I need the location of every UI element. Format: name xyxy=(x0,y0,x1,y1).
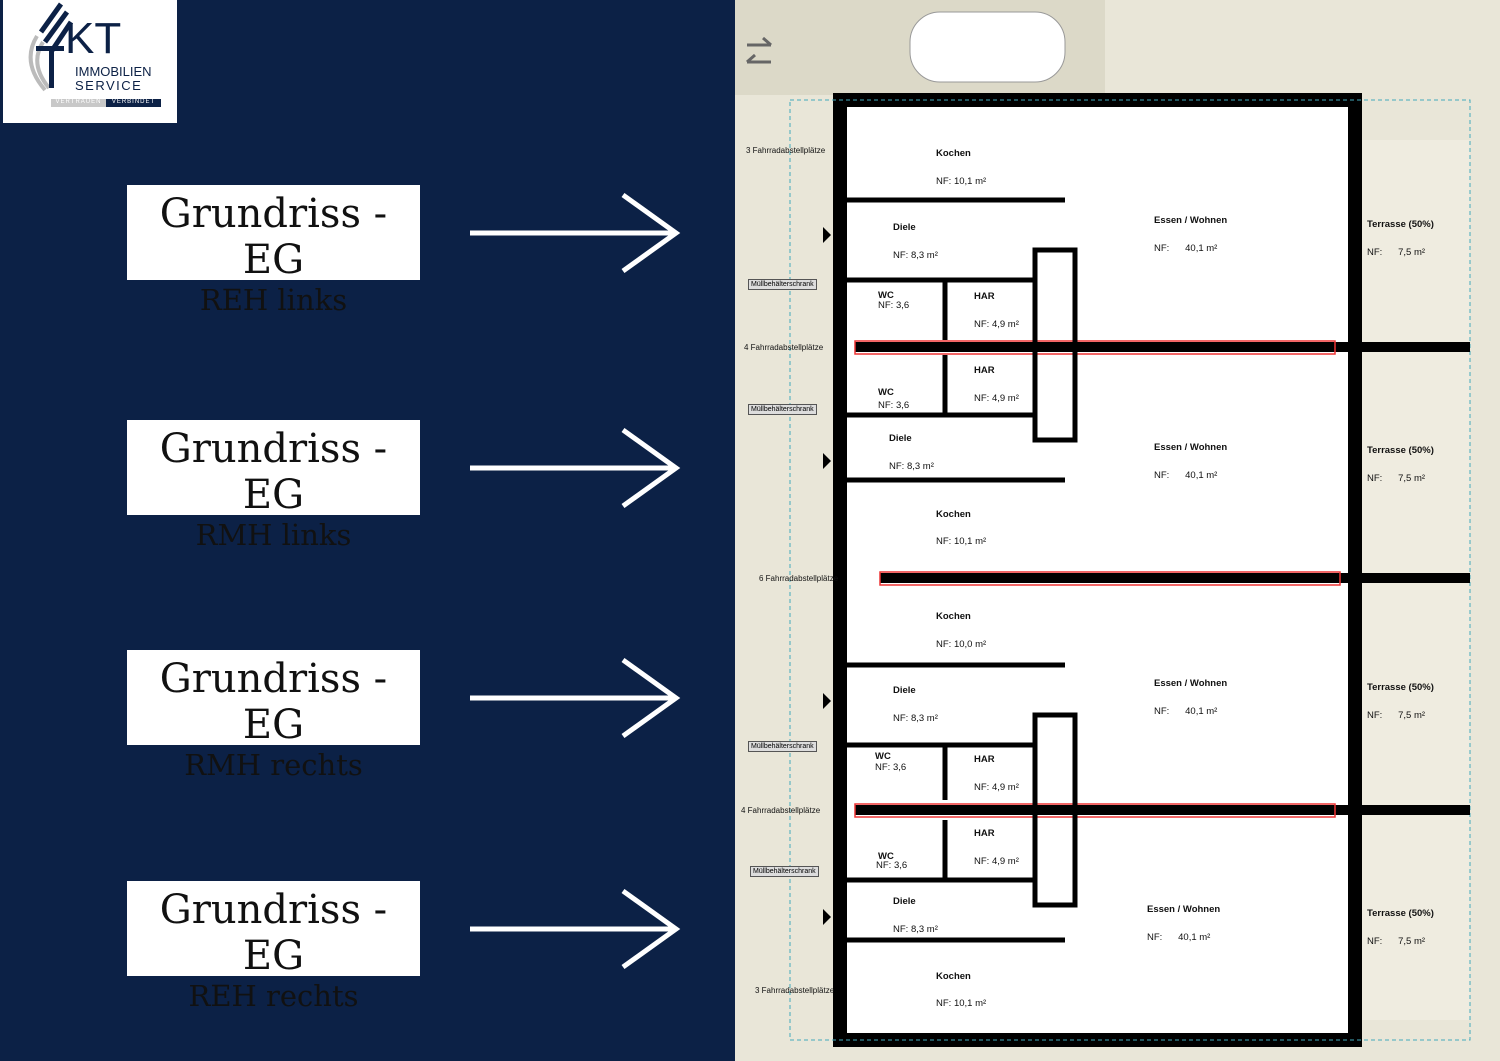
logo-swoosh-icon xyxy=(28,2,74,92)
room-diele-label: Diele xyxy=(893,896,916,907)
room-wc-label: WC xyxy=(878,387,894,398)
arrow-right-icon xyxy=(470,658,681,738)
bike-parking-label: 6 Fahrradabstellplätze xyxy=(759,574,839,583)
label-subtitle: REH rechts xyxy=(188,979,359,1013)
arrow-right-icon xyxy=(470,889,681,969)
room-terrasse-nf-label: NF: 7,5 m² xyxy=(1367,710,1426,721)
bin-cabinet-label: Müllbehälterschrank xyxy=(748,279,817,290)
room-diele-nf-label: NF: 8,3 m² xyxy=(893,713,938,724)
room-essen-label: Essen / Wohnen xyxy=(1147,904,1221,915)
room-kochen-label: Kochen xyxy=(936,971,971,982)
room-essen-nf-label: NF: 40,1 m² xyxy=(1154,706,1218,717)
room-essen-label: Essen / Wohnen xyxy=(1154,442,1228,453)
room-har-label: HAR xyxy=(974,291,995,302)
room-har-nf-label: NF: 4,9 m² xyxy=(974,319,1019,330)
room-diele-label: Diele xyxy=(893,685,916,696)
room-terrasse-nf-label: NF: 7,5 m² xyxy=(1367,247,1426,258)
room-terrasse-nf-label: NF: 7,5 m² xyxy=(1367,473,1426,484)
label-title: Grundriss - EG xyxy=(159,426,388,518)
room-har-label: HAR xyxy=(974,365,995,376)
room-essen-nf-label: NF: 40,1 m² xyxy=(1154,470,1218,481)
room-wc-nf-label: NF: 3,6 xyxy=(878,300,910,311)
room-kochen-label: Kochen xyxy=(936,611,971,622)
label-subtitle: RMH links xyxy=(195,518,352,552)
room-diele-nf-label: NF: 8,3 m² xyxy=(893,250,938,261)
room-har-nf-label: NF: 4,9 m² xyxy=(974,782,1019,793)
room-terrasse-label: Terrasse (50%) xyxy=(1367,219,1434,230)
room-har-nf-label: NF: 4,9 m² xyxy=(974,856,1019,867)
room-diele-label: Diele xyxy=(893,222,916,233)
label-title: Grundriss - EG xyxy=(159,191,388,283)
room-kochen-nf-label: NF: 10,1 m² xyxy=(936,536,987,547)
bin-cabinet-label: Müllbehälterschrank xyxy=(748,741,817,752)
room-essen-label: Essen / Wohnen xyxy=(1154,215,1228,226)
floor-plan-drawing xyxy=(735,0,1471,1047)
bike-parking-label: 3 Fahrradabstellplätze xyxy=(755,986,835,995)
room-terrasse-label: Terrasse (50%) xyxy=(1367,682,1434,693)
room-har-label: HAR xyxy=(974,754,995,765)
unit-label: Grundriss - EG RMH rechts xyxy=(127,650,420,782)
room-terrasse-label: Terrasse (50%) xyxy=(1367,445,1434,456)
room-terrasse-label: Terrasse (50%) xyxy=(1367,908,1434,919)
bike-parking-label: 4 Fahrradabstellplätze xyxy=(744,343,824,352)
bike-parking-label: 4 Fahrradabstellplätze xyxy=(741,806,821,815)
room-kochen-nf-label: NF: 10,1 m² xyxy=(936,998,987,1009)
swap-arrows-icon xyxy=(746,36,772,64)
room-essen-nf-label: NF: 40,1 m² xyxy=(1154,243,1218,254)
arrow-right-icon xyxy=(470,428,681,508)
room-diele-label: Diele xyxy=(889,433,912,444)
unit-label: Grundriss - EG REH rechts xyxy=(127,881,420,1013)
room-kochen-label: Kochen xyxy=(936,148,971,159)
unit-label: Grundriss - EG REH links xyxy=(127,185,420,317)
room-wc-nf-label: NF: 3,6 xyxy=(876,860,908,871)
room-wc-label: WC xyxy=(878,851,894,862)
unit-label: Grundriss - EG RMH links xyxy=(127,420,420,552)
room-kochen-label: Kochen xyxy=(936,509,971,520)
room-diele-nf-label: NF: 8,3 m² xyxy=(893,924,938,935)
room-kochen-nf-label: NF: 10,0 m² xyxy=(936,639,987,650)
arrow-right-icon xyxy=(470,193,681,273)
label-subtitle: RMH rechts xyxy=(184,748,363,782)
room-essen-nf-label: NF: 40,1 m² xyxy=(1147,932,1211,943)
bike-parking-label: 3 Fahrradabstellplätze xyxy=(746,146,826,155)
room-har-label: HAR xyxy=(974,828,995,839)
room-wc-label: WC xyxy=(878,290,894,301)
label-title: Grundriss - EG xyxy=(159,656,388,748)
room-essen-label: Essen / Wohnen xyxy=(1154,678,1228,689)
label-title: Grundriss - EG xyxy=(159,887,388,979)
room-wc-nf-label: NF: 3,6 xyxy=(875,762,907,773)
room-terrasse-nf-label: NF: 7,5 m² xyxy=(1367,936,1426,947)
room-wc-nf-label: NF: 3,6 xyxy=(878,400,910,411)
room-kochen-nf-label: NF: 10,1 m² xyxy=(936,176,987,187)
room-har-nf-label: NF: 4,9 m² xyxy=(974,393,1019,404)
car-icon xyxy=(909,11,1066,83)
bin-cabinet-label: Müllbehälterschrank xyxy=(750,866,819,877)
bin-cabinet-label: Müllbehälterschrank xyxy=(748,404,817,415)
label-subtitle: REH links xyxy=(199,283,348,317)
room-diele-nf-label: NF: 8,3 m² xyxy=(889,461,934,472)
floor-plan: 3 Fahrradabstellplätze 4 Fahrradabstellpl… xyxy=(735,0,1500,1061)
room-wc-label: WC xyxy=(875,751,891,762)
